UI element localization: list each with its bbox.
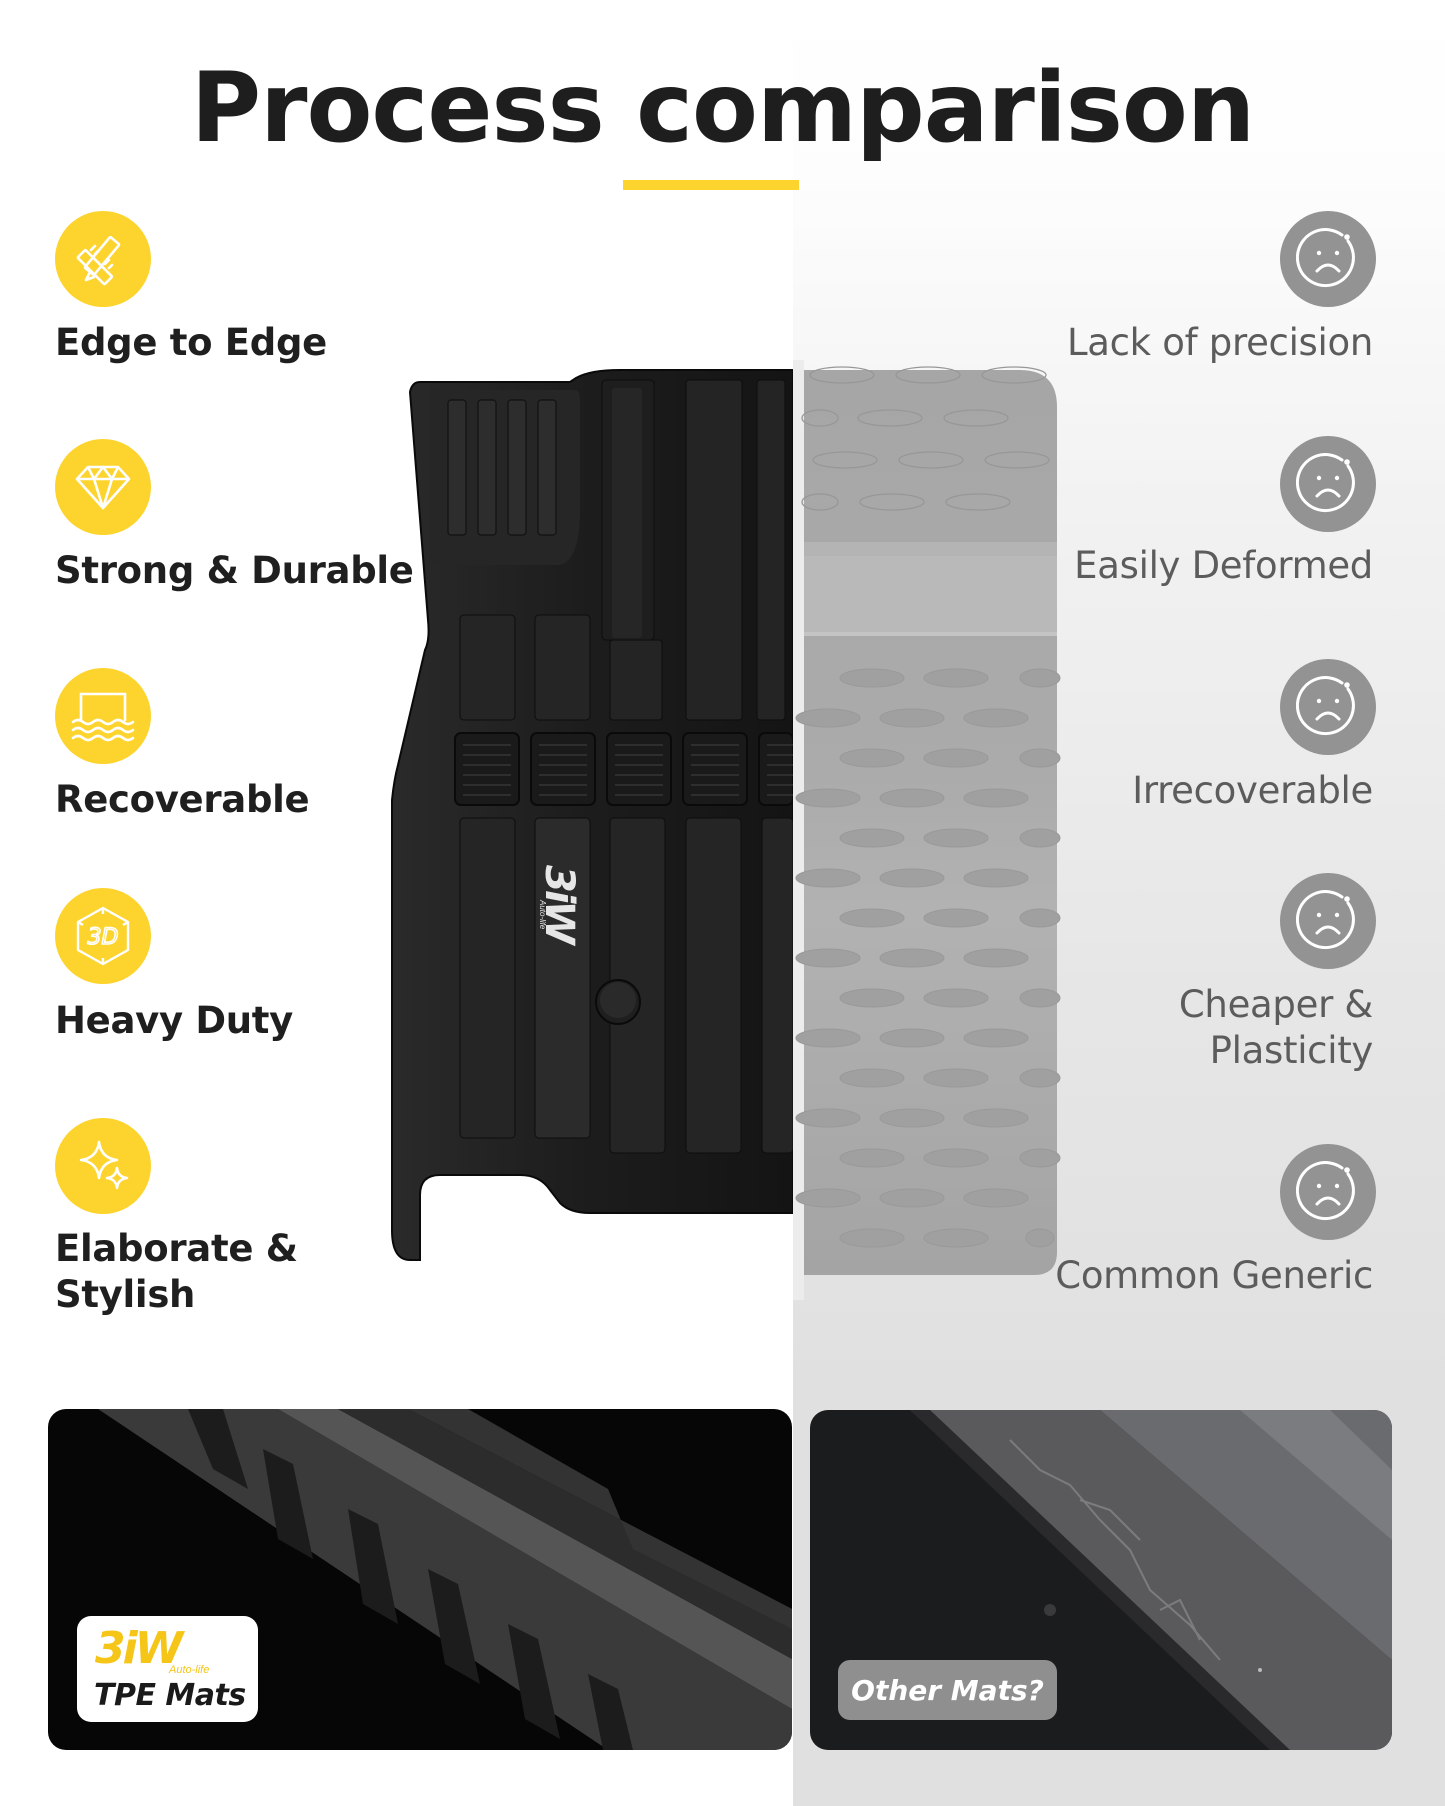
drawback-label-cheaper-plasticity: Cheaper & Plasticity bbox=[1178, 983, 1373, 1072]
drawback-label-easily-deformed: Easily Deformed bbox=[1074, 544, 1373, 587]
tpe-mat-texture-image bbox=[98, 1409, 792, 1750]
page-title: Process comparison bbox=[190, 52, 1255, 164]
drawback-label-common-generic: Common Generic bbox=[1055, 1254, 1373, 1297]
mat-comparison-image: 3iW Auto-life bbox=[380, 360, 1080, 1300]
tpe-mats-badge: 3iW Auto-life TPE Mats bbox=[77, 1616, 258, 1722]
feature-label-heavy-duty: Heavy Duty bbox=[55, 999, 294, 1042]
sad-face-icon bbox=[1280, 659, 1376, 755]
svg-text:3D: 3D bbox=[88, 925, 119, 950]
svg-text:Auto-life: Auto-life bbox=[538, 899, 547, 930]
feature-label-recoverable: Recoverable bbox=[55, 778, 310, 821]
brand-logo-subtitle: Auto-life bbox=[169, 1664, 210, 1676]
tpe-mat-closeup-panel: 3iW Auto-life TPE Mats bbox=[48, 1409, 792, 1750]
drawback-label-lack-of-precision: Lack of precision bbox=[1066, 321, 1373, 364]
diamond-icon bbox=[55, 439, 151, 535]
3d-cube-icon: 3D bbox=[55, 888, 151, 984]
sad-face-icon bbox=[1280, 1144, 1376, 1240]
pencil-ruler-icon bbox=[55, 211, 151, 307]
sad-face-icon bbox=[1280, 436, 1376, 532]
sad-face-icon bbox=[1280, 211, 1376, 307]
drawback-label-irrecoverable: Irrecoverable bbox=[1132, 769, 1373, 812]
brand-logo: 3iW bbox=[95, 1623, 183, 1674]
other-mat-closeup-panel: Other Mats? bbox=[810, 1410, 1392, 1750]
sad-face-icon bbox=[1280, 873, 1376, 969]
tpe-mats-label: TPE Mats bbox=[94, 1678, 246, 1713]
other-mats-badge: Other Mats? bbox=[838, 1660, 1057, 1720]
feature-label-edge-to-edge: Edge to Edge bbox=[55, 321, 327, 364]
feature-label-elaborate-stylish: Elaborate & Stylish bbox=[55, 1227, 298, 1316]
title-underline-accent bbox=[623, 180, 799, 190]
other-mat-cracked-texture-image bbox=[910, 1410, 1392, 1750]
water-resistant-icon bbox=[55, 668, 151, 764]
svg-text:3iW: 3iW bbox=[536, 865, 582, 947]
feature-label-strong-durable: Strong & Durable bbox=[55, 549, 414, 592]
sparkle-icon bbox=[55, 1118, 151, 1214]
